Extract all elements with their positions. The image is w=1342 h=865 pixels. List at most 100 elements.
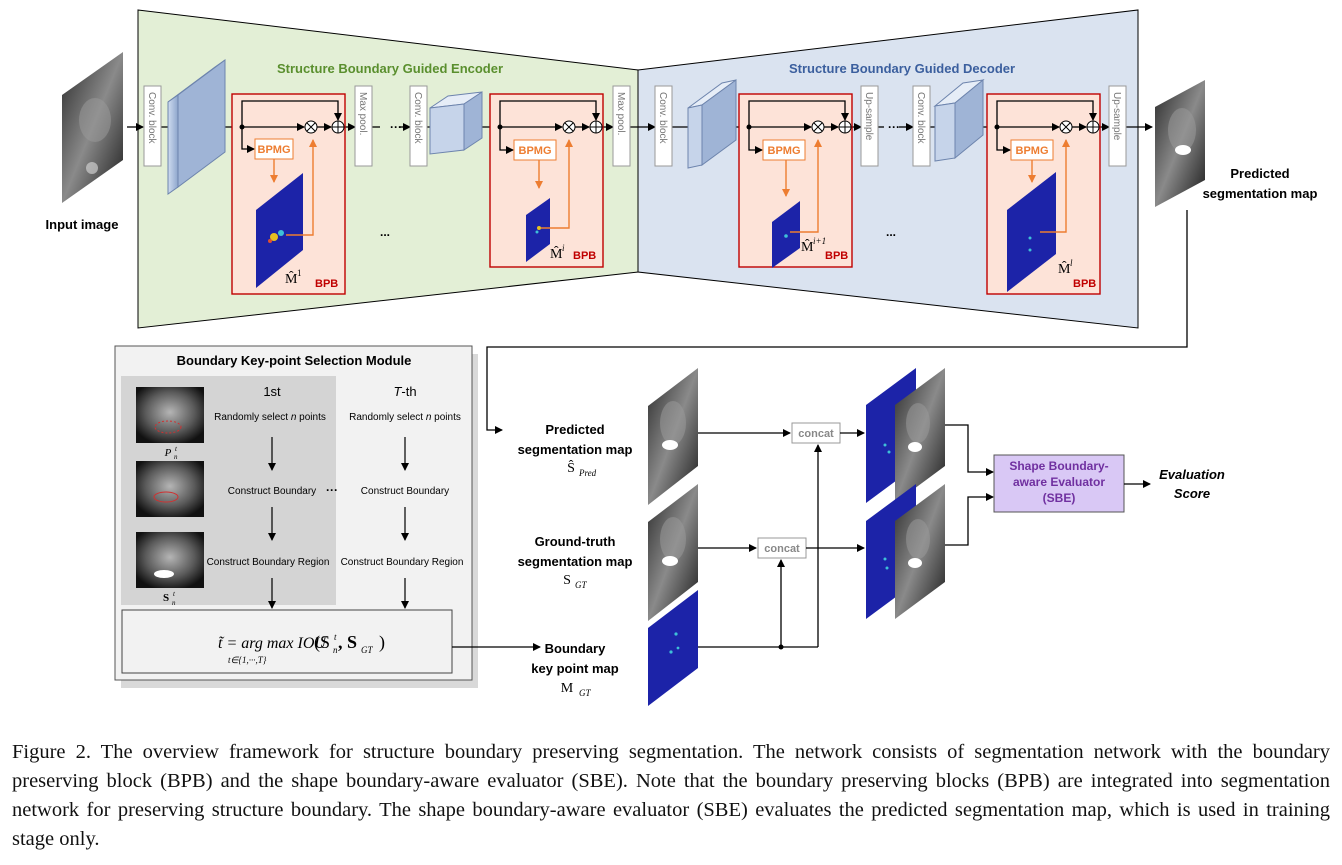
predicted-top-label-1: Predicted bbox=[1230, 166, 1289, 181]
max-pool-2: Max pool. bbox=[612, 85, 631, 167]
svg-text:n: n bbox=[333, 645, 338, 655]
svg-text:BPB: BPB bbox=[315, 278, 338, 290]
svg-text:Construct Boundary: Construct Boundary bbox=[228, 486, 316, 497]
svg-text:Conv. block: Conv. block bbox=[657, 92, 668, 145]
keypoint-map-image bbox=[648, 590, 698, 706]
encoder-dots-inline: ··· bbox=[390, 120, 402, 134]
decoder-title: Structure Boundary Guided Decoder bbox=[789, 61, 1015, 76]
up-sample-2: Up-sample bbox=[1108, 85, 1127, 167]
svg-text:S: S bbox=[563, 573, 571, 588]
svg-text:i: i bbox=[562, 243, 565, 253]
svg-text:concat: concat bbox=[798, 428, 834, 440]
svg-text:Max pool.: Max pool. bbox=[357, 92, 368, 135]
svg-text:M: M bbox=[561, 681, 574, 696]
bksm-module: Boundary Key-point Selection Module 1st … bbox=[114, 345, 478, 688]
kp-label-2: key point map bbox=[531, 661, 618, 676]
bksm-thumb-1 bbox=[136, 387, 204, 443]
bpb-block-1: BPMG M̂ 1 BPB bbox=[231, 93, 346, 295]
boundary-map-l bbox=[1007, 172, 1056, 292]
svg-text:BPMG: BPMG bbox=[519, 145, 552, 157]
gt-map-image bbox=[648, 484, 698, 621]
svg-text:BPMG: BPMG bbox=[1016, 145, 1049, 157]
kp-label-1: Boundary bbox=[545, 641, 606, 656]
conv-block-1: Conv. block bbox=[143, 85, 162, 167]
svg-text:BPB: BPB bbox=[825, 250, 848, 262]
svg-text:t: t bbox=[175, 445, 178, 453]
encoder-title: Structure Boundary Guided Encoder bbox=[277, 61, 503, 76]
svg-text:BPMG: BPMG bbox=[258, 144, 291, 156]
concat-box-1: concat bbox=[791, 422, 841, 444]
bpb-block-i: BPMG M̂ i BPB bbox=[489, 93, 604, 268]
decoder-dots-lower: ... bbox=[886, 225, 896, 239]
svg-text:GT: GT bbox=[575, 580, 587, 590]
pred-label-2: segmentation map bbox=[518, 442, 633, 457]
conv-block-3: Conv. block bbox=[654, 85, 673, 167]
svg-text:, S: , S bbox=[338, 632, 357, 652]
svg-text:Up-sample: Up-sample bbox=[863, 92, 874, 141]
predicted-map-top bbox=[1155, 80, 1205, 207]
svg-text:M̂: M̂ bbox=[801, 238, 814, 255]
svg-text:Randomly select n points: Randomly select n points bbox=[349, 412, 461, 423]
pred-map-image bbox=[648, 368, 698, 505]
svg-text:l: l bbox=[1070, 258, 1073, 268]
bksm-title: Boundary Key-point Selection Module bbox=[177, 353, 412, 368]
predicted-top-label-2: segmentation map bbox=[1203, 186, 1318, 201]
svg-text:t: t bbox=[334, 632, 337, 642]
feature-prism-4 bbox=[933, 78, 985, 162]
svg-text:t∈{1,···,T}: t∈{1,···,T} bbox=[228, 655, 267, 665]
svg-text:BPB: BPB bbox=[1073, 278, 1096, 290]
svg-text:BPB: BPB bbox=[573, 250, 596, 262]
svg-text:BPMG: BPMG bbox=[768, 145, 801, 157]
svg-text:1: 1 bbox=[297, 268, 302, 278]
svg-text:Conv. block: Conv. block bbox=[146, 92, 157, 145]
svg-text:Pred: Pred bbox=[578, 468, 597, 478]
svg-text:Construct Boundary Region: Construct Boundary Region bbox=[341, 557, 464, 568]
svg-text:): ) bbox=[379, 632, 385, 653]
bpb-block-l: BPMG M̂ l BPB bbox=[986, 93, 1101, 295]
framework-diagram: Structure Boundary Guided Encoder Struct… bbox=[46, 9, 1318, 706]
encoder-dots-lower: ... bbox=[380, 225, 390, 239]
input-image bbox=[62, 52, 123, 203]
svg-text:n: n bbox=[172, 599, 176, 607]
svg-text:···: ··· bbox=[326, 483, 338, 497]
feature-prism-1 bbox=[167, 59, 226, 195]
sbe-box: Shape Boundary- aware Evaluator (SBE) bbox=[993, 454, 1125, 513]
svg-text:P: P bbox=[164, 447, 172, 459]
svg-text:Conv. block: Conv. block bbox=[412, 92, 423, 145]
evaluation-score-1: Evaluation bbox=[1159, 467, 1225, 482]
svg-text:Construct Boundary: Construct Boundary bbox=[361, 486, 449, 497]
svg-text:GT: GT bbox=[579, 688, 591, 698]
svg-text:Construct Boundary Region: Construct Boundary Region bbox=[207, 557, 330, 568]
conv-block-4: Conv. block bbox=[912, 85, 931, 167]
figure-caption: Figure 2. The overview framework for str… bbox=[12, 741, 1330, 850]
svg-text:Max pool.: Max pool. bbox=[615, 92, 626, 135]
bpb-block-i-plus-1: BPMG M̂ i+1 BPB bbox=[738, 93, 853, 268]
gt-label-2: segmentation map bbox=[518, 554, 633, 569]
svg-text:t̃ = arg max IOU: t̃ = arg max IOU bbox=[218, 635, 327, 652]
bksm-thumb-2 bbox=[136, 461, 204, 517]
bpmg-i-plus-1 bbox=[762, 139, 806, 161]
svg-text:(S: (S bbox=[314, 632, 330, 653]
selection-formula bbox=[121, 609, 453, 674]
concat-box-2: concat bbox=[757, 537, 807, 559]
svg-text:1st: 1st bbox=[263, 384, 281, 399]
max-pool-1: Max pool. bbox=[354, 85, 373, 167]
svg-text:i+1: i+1 bbox=[813, 236, 826, 246]
svg-text:M̂: M̂ bbox=[1058, 260, 1071, 277]
svg-text:concat: concat bbox=[764, 543, 800, 555]
svg-text:S: S bbox=[163, 592, 169, 604]
bpmg-i bbox=[513, 139, 557, 161]
svg-text:(SBE): (SBE) bbox=[1043, 491, 1076, 505]
feature-prism-3 bbox=[687, 79, 737, 169]
concat-stack-2 bbox=[866, 484, 945, 619]
svg-text:aware Evaluator: aware Evaluator bbox=[1013, 475, 1105, 489]
conv-block-2: Conv. block bbox=[409, 85, 428, 167]
decoder-dots-inline: ··· bbox=[888, 120, 900, 134]
svg-text:Conv. block: Conv. block bbox=[915, 92, 926, 145]
svg-text:M̂: M̂ bbox=[285, 270, 298, 287]
boundary-map-i bbox=[526, 198, 550, 262]
svg-text:t: t bbox=[173, 590, 176, 598]
svg-text:n: n bbox=[174, 453, 178, 461]
svg-text:M̂: M̂ bbox=[550, 245, 563, 262]
up-sample-1: Up-sample bbox=[860, 85, 879, 167]
